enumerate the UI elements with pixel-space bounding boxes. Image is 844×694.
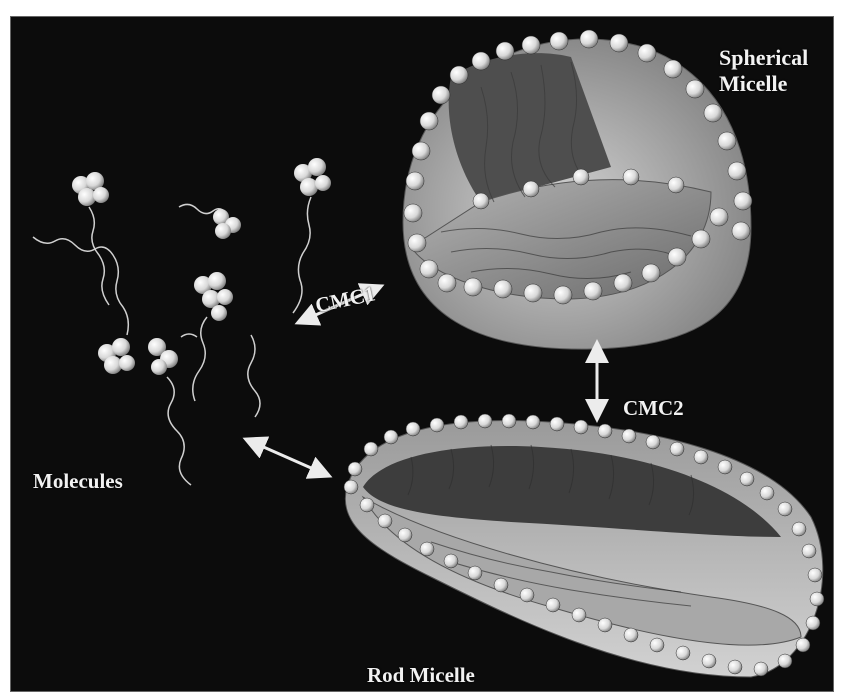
figure-panel: Spherical Micelle Molecules Rod Micelle …: [10, 16, 834, 692]
spherical-micelle-label-line2: Micelle: [719, 71, 808, 97]
surfactant-molecule-icon: [179, 204, 241, 239]
spherical-micelle-label: Spherical Micelle: [719, 45, 808, 97]
spherical-micelle: [403, 30, 752, 349]
surfactant-molecule-icon: [181, 334, 260, 417]
surfactant-molecule-icon: [33, 237, 135, 374]
double-arrow-icon: [259, 445, 327, 475]
cmc2-label: CMC2: [623, 396, 684, 420]
arrow-molecules-rod: [259, 445, 327, 475]
rod-micelle-label: Rod Micelle: [367, 663, 475, 687]
surfactant-molecule-icon: [293, 158, 331, 313]
surfactant-molecule-icon: [72, 172, 109, 305]
molecules-label: Molecules: [33, 469, 123, 493]
spherical-micelle-label-line1: Spherical: [719, 45, 808, 71]
surfactant-molecule-icon: [193, 272, 233, 401]
micelle-illustration: [11, 17, 833, 691]
surfactant-molecule-icon: [148, 338, 191, 485]
rod-micelle: [344, 414, 824, 677]
surfactant-molecules: [33, 158, 331, 485]
